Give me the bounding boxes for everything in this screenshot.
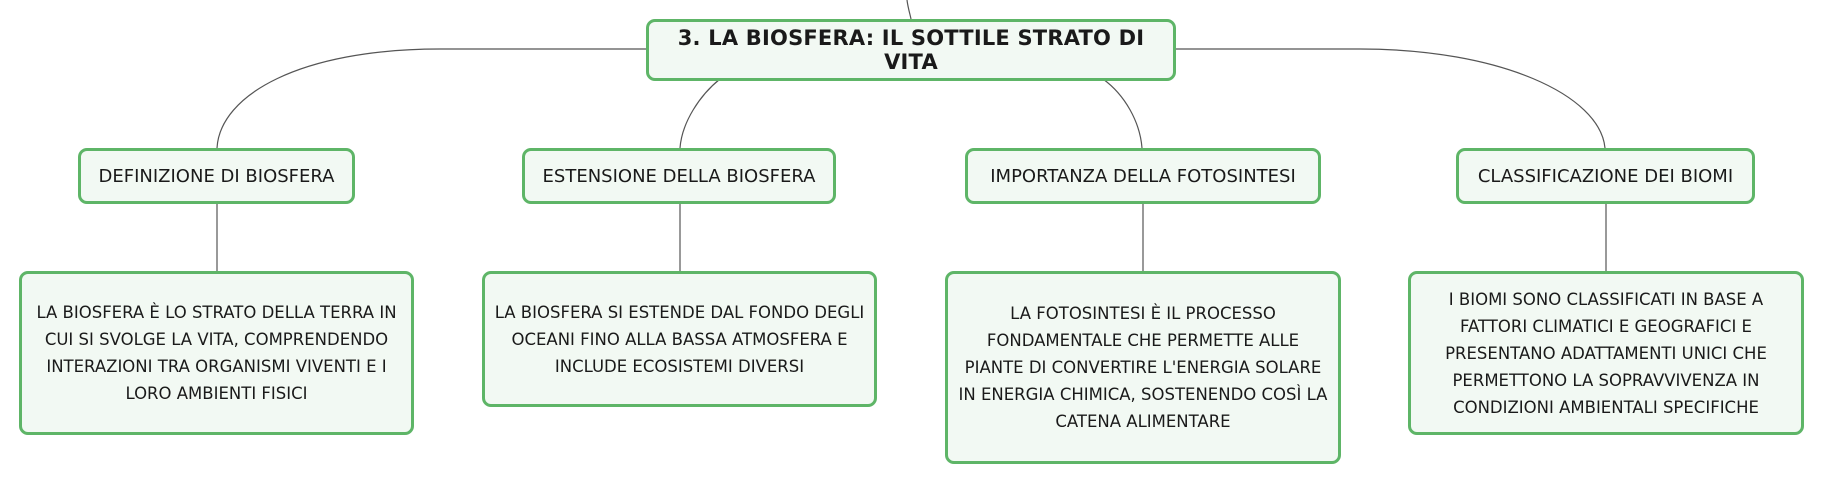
connector-root-to-topic-4 [1176,48,1606,149]
connector-root-to-topic-2 [679,78,721,149]
connector-root-to-topic-3 [1102,78,1143,149]
detail-text: LA FOTOSINTESI È IL PROCESSO FONDAMENTAL… [958,304,1328,431]
detail-classificazione-dei-biomi[interactable]: I BIOMI SONO CLASSIFICATI IN BASE A FATT… [1408,271,1804,435]
topic-classificazione-dei-biomi[interactable]: CLASSIFICAZIONE DEI BIOMI [1456,148,1755,204]
detail-estensione-della-biosfera[interactable]: LA BIOSFERA SI ESTENDE DAL FONDO DEGLI O… [482,271,877,407]
topic-definizione-di-biosfera[interactable]: DEFINIZIONE DI BIOSFERA [78,148,355,204]
detail-text: I BIOMI SONO CLASSIFICATI IN BASE A FATT… [1445,289,1767,417]
detail-text: LA BIOSFERA SI ESTENDE DAL FONDO DEGLI O… [494,302,865,376]
root-node[interactable]: 3. LA BIOSFERA: IL SOTTILE STRATO DI VIT… [646,19,1176,81]
detail-importanza-della-fotosintesi[interactable]: LA FOTOSINTESI È IL PROCESSO FONDAMENTAL… [945,271,1341,464]
topic-estensione-della-biosfera[interactable]: ESTENSIONE DELLA BIOSFERA [522,148,836,204]
root-label: 3. LA BIOSFERA: IL SOTTILE STRATO DI VIT… [677,26,1145,74]
topic-label: DEFINIZIONE DI BIOSFERA [98,165,335,187]
topic-label: CLASSIFICAZIONE DEI BIOMI [1477,165,1734,187]
topic-label: IMPORTANZA DELLA FOTOSINTESI [990,165,1296,187]
connector-root-to-topic-1 [216,48,646,149]
topic-importanza-della-fotosintesi[interactable]: IMPORTANZA DELLA FOTOSINTESI [965,148,1321,204]
detail-definizione-di-biosfera[interactable]: LA BIOSFERA È LO STRATO DELLA TERRA IN C… [19,271,414,435]
connector-parent-to-root [906,0,912,20]
topic-label: ESTENSIONE DELLA BIOSFERA [542,165,816,187]
detail-text: LA BIOSFERA È LO STRATO DELLA TERRA IN C… [36,303,397,403]
